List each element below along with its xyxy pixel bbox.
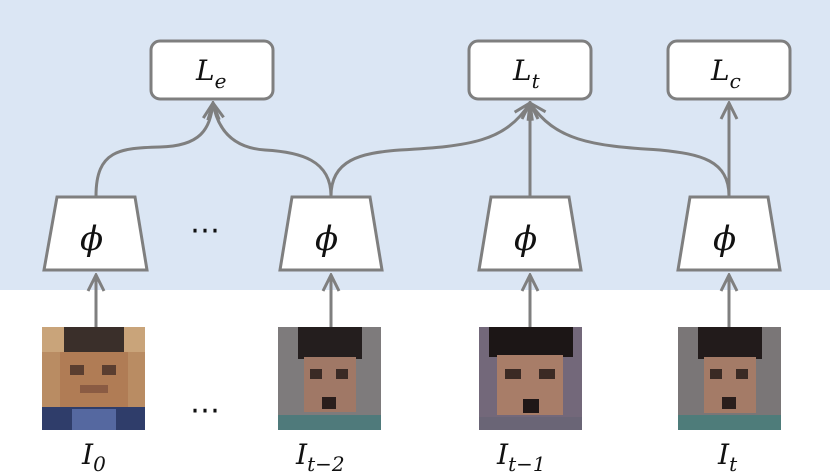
ellipsis-bottom: ⋯	[190, 393, 220, 428]
svg-text:Le: Le	[195, 54, 226, 93]
loss-connections	[94, 103, 731, 197]
svg-text:ϕ: ϕ	[80, 219, 103, 259]
frame-label-i0: I0	[81, 438, 106, 475]
edge-phi0-le	[94, 103, 213, 197]
encoder-0: ϕ	[42, 195, 149, 272]
edge-phi3-lt	[530, 103, 731, 197]
frame-label-it2: It−2	[295, 438, 345, 475]
loss-box-le: Le	[149, 39, 275, 101]
svg-text:Lt: Lt	[512, 54, 541, 93]
image-connections	[96, 275, 729, 327]
ellipsis-top: ⋯	[190, 213, 220, 248]
pixelated-face-3	[479, 327, 582, 430]
svg-text:ϕ: ϕ	[713, 219, 736, 259]
encoder-2: ϕ	[477, 195, 583, 272]
pixelated-face-4	[678, 327, 781, 430]
frame-label-it1: It−1	[496, 438, 546, 475]
svg-text:ϕ: ϕ	[315, 219, 338, 259]
edge-phi2-lt	[329, 103, 530, 197]
loss-box-lc: Lc	[666, 39, 792, 101]
pixelated-face-2	[278, 327, 381, 430]
svg-text:ϕ: ϕ	[514, 219, 537, 259]
loss-box-lt: Lt	[467, 39, 593, 101]
encoder-1: ϕ	[278, 195, 384, 272]
encoder-3: ϕ	[676, 195, 782, 272]
edge-phi2-le	[213, 103, 333, 197]
pixelated-face-1	[42, 327, 145, 430]
svg-text:Lc: Lc	[710, 54, 741, 93]
frame-label-it: It	[717, 438, 738, 475]
